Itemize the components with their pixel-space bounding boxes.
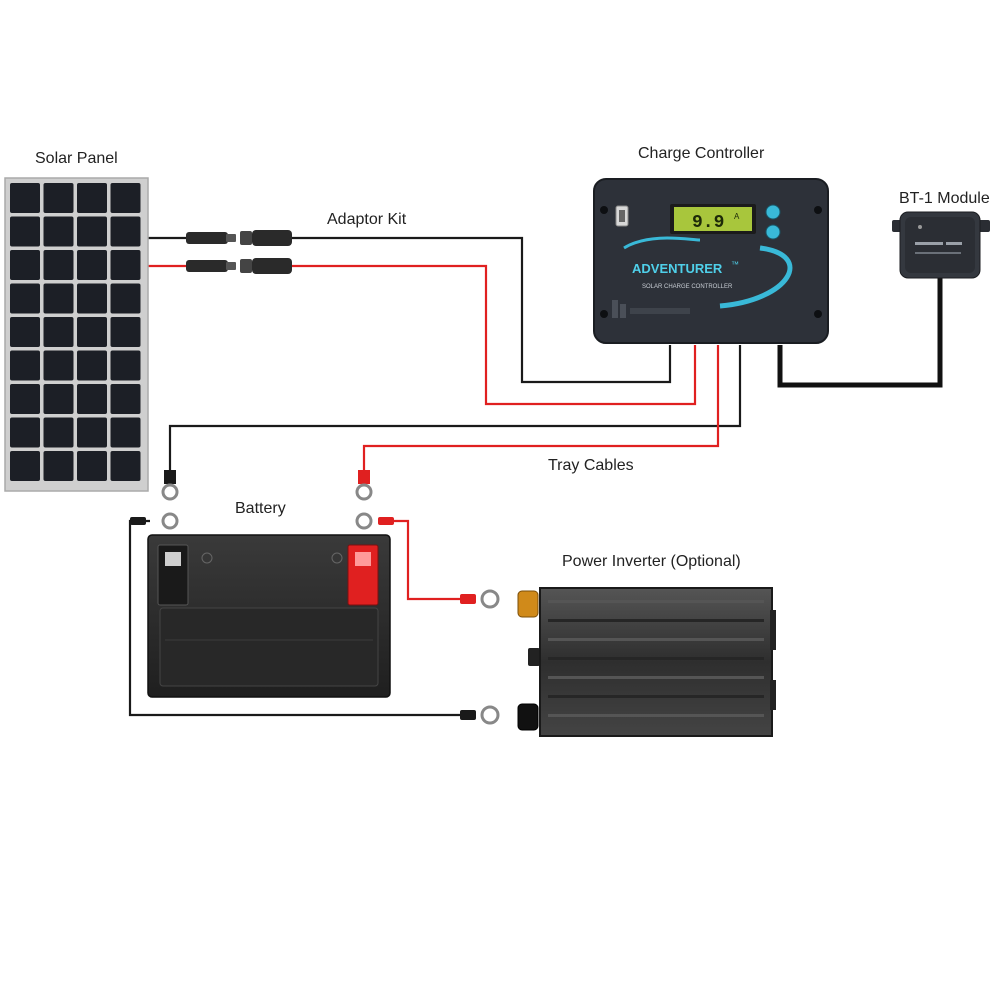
solar-cells xyxy=(10,183,141,481)
solar-cell xyxy=(43,384,74,414)
power-inverter xyxy=(517,587,776,737)
solar-cell xyxy=(10,183,40,213)
solar-cell xyxy=(77,350,107,381)
solar-cell xyxy=(43,350,74,381)
label-solar-panel: Solar Panel xyxy=(35,150,118,167)
battery-positive-tray-cable xyxy=(362,345,720,470)
label-charge-controller: Charge Controller xyxy=(638,145,765,162)
solar-cell xyxy=(43,451,74,481)
inverter-positive-wire xyxy=(392,519,462,601)
solar-cell xyxy=(110,417,141,448)
panel-negative-wire-extension xyxy=(290,236,672,384)
solar-cell xyxy=(77,250,107,280)
solar-cell xyxy=(77,384,107,414)
battery xyxy=(130,512,394,698)
solar-cell xyxy=(10,350,40,381)
solar-cell xyxy=(10,317,40,347)
solar-cell xyxy=(77,216,107,247)
bt1-module xyxy=(892,211,990,279)
solar-cell xyxy=(110,317,141,347)
inverter-fin xyxy=(548,600,764,603)
solar-cell xyxy=(43,183,74,213)
solar-cell xyxy=(10,283,40,314)
solar-cell xyxy=(77,451,107,481)
solar-cell xyxy=(110,250,141,280)
solar-cell xyxy=(110,183,141,213)
solar-cell xyxy=(110,283,141,314)
adaptor-connectors xyxy=(186,230,292,274)
solar-cell xyxy=(10,451,40,481)
inverter-fin xyxy=(548,695,764,698)
label-battery: Battery xyxy=(235,500,286,517)
solar-cell xyxy=(43,216,74,247)
solar-cell xyxy=(43,317,74,347)
tray-cable-terminals xyxy=(161,470,373,501)
label-adaptor-kit: Adaptor Kit xyxy=(327,211,407,228)
inverter-fin xyxy=(548,714,764,717)
inverter-fin xyxy=(548,619,764,622)
bt1-cable xyxy=(777,275,943,388)
lcd-reading: 9.9 xyxy=(692,213,724,233)
panel-positive-wire-extension xyxy=(290,264,697,406)
wires xyxy=(128,236,742,717)
solar-cell xyxy=(43,250,74,280)
solar-cell xyxy=(10,384,40,414)
solar-cell xyxy=(43,417,74,448)
solar-cell xyxy=(77,317,107,347)
solar-panel xyxy=(4,177,149,492)
controller-trademark: ™ xyxy=(731,260,739,269)
solar-cell xyxy=(10,216,40,247)
inverter-fin xyxy=(548,676,764,679)
lcd-unit: A xyxy=(734,212,740,221)
solar-cell xyxy=(77,283,107,314)
solar-cell xyxy=(10,417,40,448)
inverter-cable-terminals xyxy=(460,589,500,725)
inverter-fin xyxy=(548,638,764,641)
label-power-inverter: Power Inverter (Optional) xyxy=(562,553,741,570)
solar-cell xyxy=(110,384,141,414)
label-bt1-module: BT-1 Module xyxy=(899,190,990,207)
charge-controller xyxy=(593,178,829,344)
solar-cell xyxy=(110,350,141,381)
label-tray-cables: Tray Cables xyxy=(548,457,634,474)
solar-cell xyxy=(110,216,141,247)
battery-negative-tray-cable xyxy=(168,345,742,470)
controller-subtitle: SOLAR CHARGE CONTROLLER xyxy=(642,284,733,290)
solar-cell xyxy=(110,451,141,481)
solar-cell xyxy=(43,283,74,314)
solar-cell xyxy=(10,250,40,280)
inverter-fin xyxy=(548,657,764,660)
solar-cell xyxy=(77,417,107,448)
controller-brand: ADVENTURER xyxy=(632,261,723,276)
solar-cell xyxy=(77,183,107,213)
